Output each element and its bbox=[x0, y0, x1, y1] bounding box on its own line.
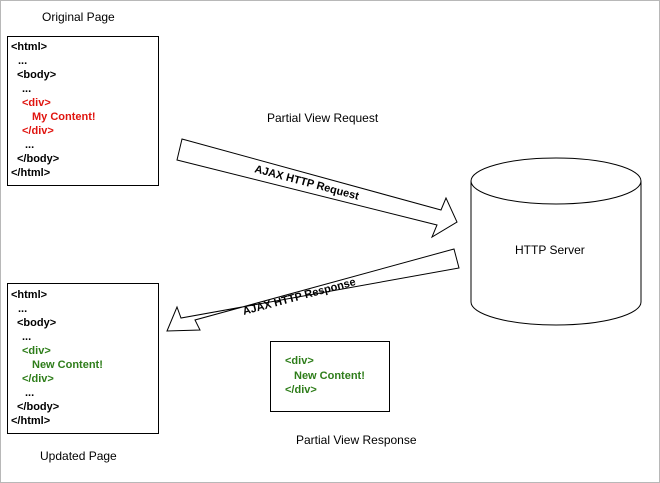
partial-view-request-title: Partial View Request bbox=[267, 111, 379, 125]
code-line: </html> bbox=[11, 167, 51, 179]
code-line: ... bbox=[18, 55, 28, 67]
partial-view-response-box: <div> New Content! </div> bbox=[270, 341, 390, 412]
code-line: <body> bbox=[17, 317, 57, 329]
code-line: ... bbox=[22, 83, 32, 95]
code-line-highlight: My Content! bbox=[32, 111, 96, 123]
code-line: <html> bbox=[11, 41, 48, 53]
code-line-highlight: <div> bbox=[285, 355, 314, 367]
original-page-title: Original Page bbox=[42, 10, 115, 24]
code-line: ... bbox=[18, 303, 28, 315]
http-server-label: HTTP Server bbox=[515, 243, 585, 257]
original-page-code-box: <html> ... <body> ... <div> My Content! … bbox=[7, 36, 159, 186]
code-line-highlight: </div> bbox=[285, 384, 317, 396]
updated-page-title: Updated Page bbox=[40, 449, 117, 463]
updated-page-code-box: <html> ... <body> ... <div> New Content!… bbox=[7, 283, 159, 434]
partial-view-response-title: Partial View Response bbox=[296, 433, 417, 447]
code-line: <html> bbox=[11, 289, 48, 301]
http-server-cylinder bbox=[470, 157, 642, 326]
code-line: </html> bbox=[11, 415, 51, 427]
ajax-response-arrow bbox=[166, 248, 460, 332]
code-line-highlight: </div> bbox=[22, 373, 54, 385]
code-line-highlight: New Content! bbox=[32, 359, 103, 371]
code-line: ... bbox=[25, 387, 35, 399]
code-line-highlight: New Content! bbox=[294, 370, 365, 382]
code-line-highlight: <div> bbox=[22, 345, 51, 357]
code-line: ... bbox=[25, 139, 35, 151]
code-line-highlight: </div> bbox=[22, 125, 54, 137]
code-line-highlight: <div> bbox=[22, 97, 51, 109]
ajax-request-arrow bbox=[176, 138, 458, 239]
code-line: </body> bbox=[17, 153, 60, 165]
code-line: <body> bbox=[17, 69, 57, 81]
code-line: </body> bbox=[17, 401, 60, 413]
code-line: ... bbox=[22, 331, 32, 343]
